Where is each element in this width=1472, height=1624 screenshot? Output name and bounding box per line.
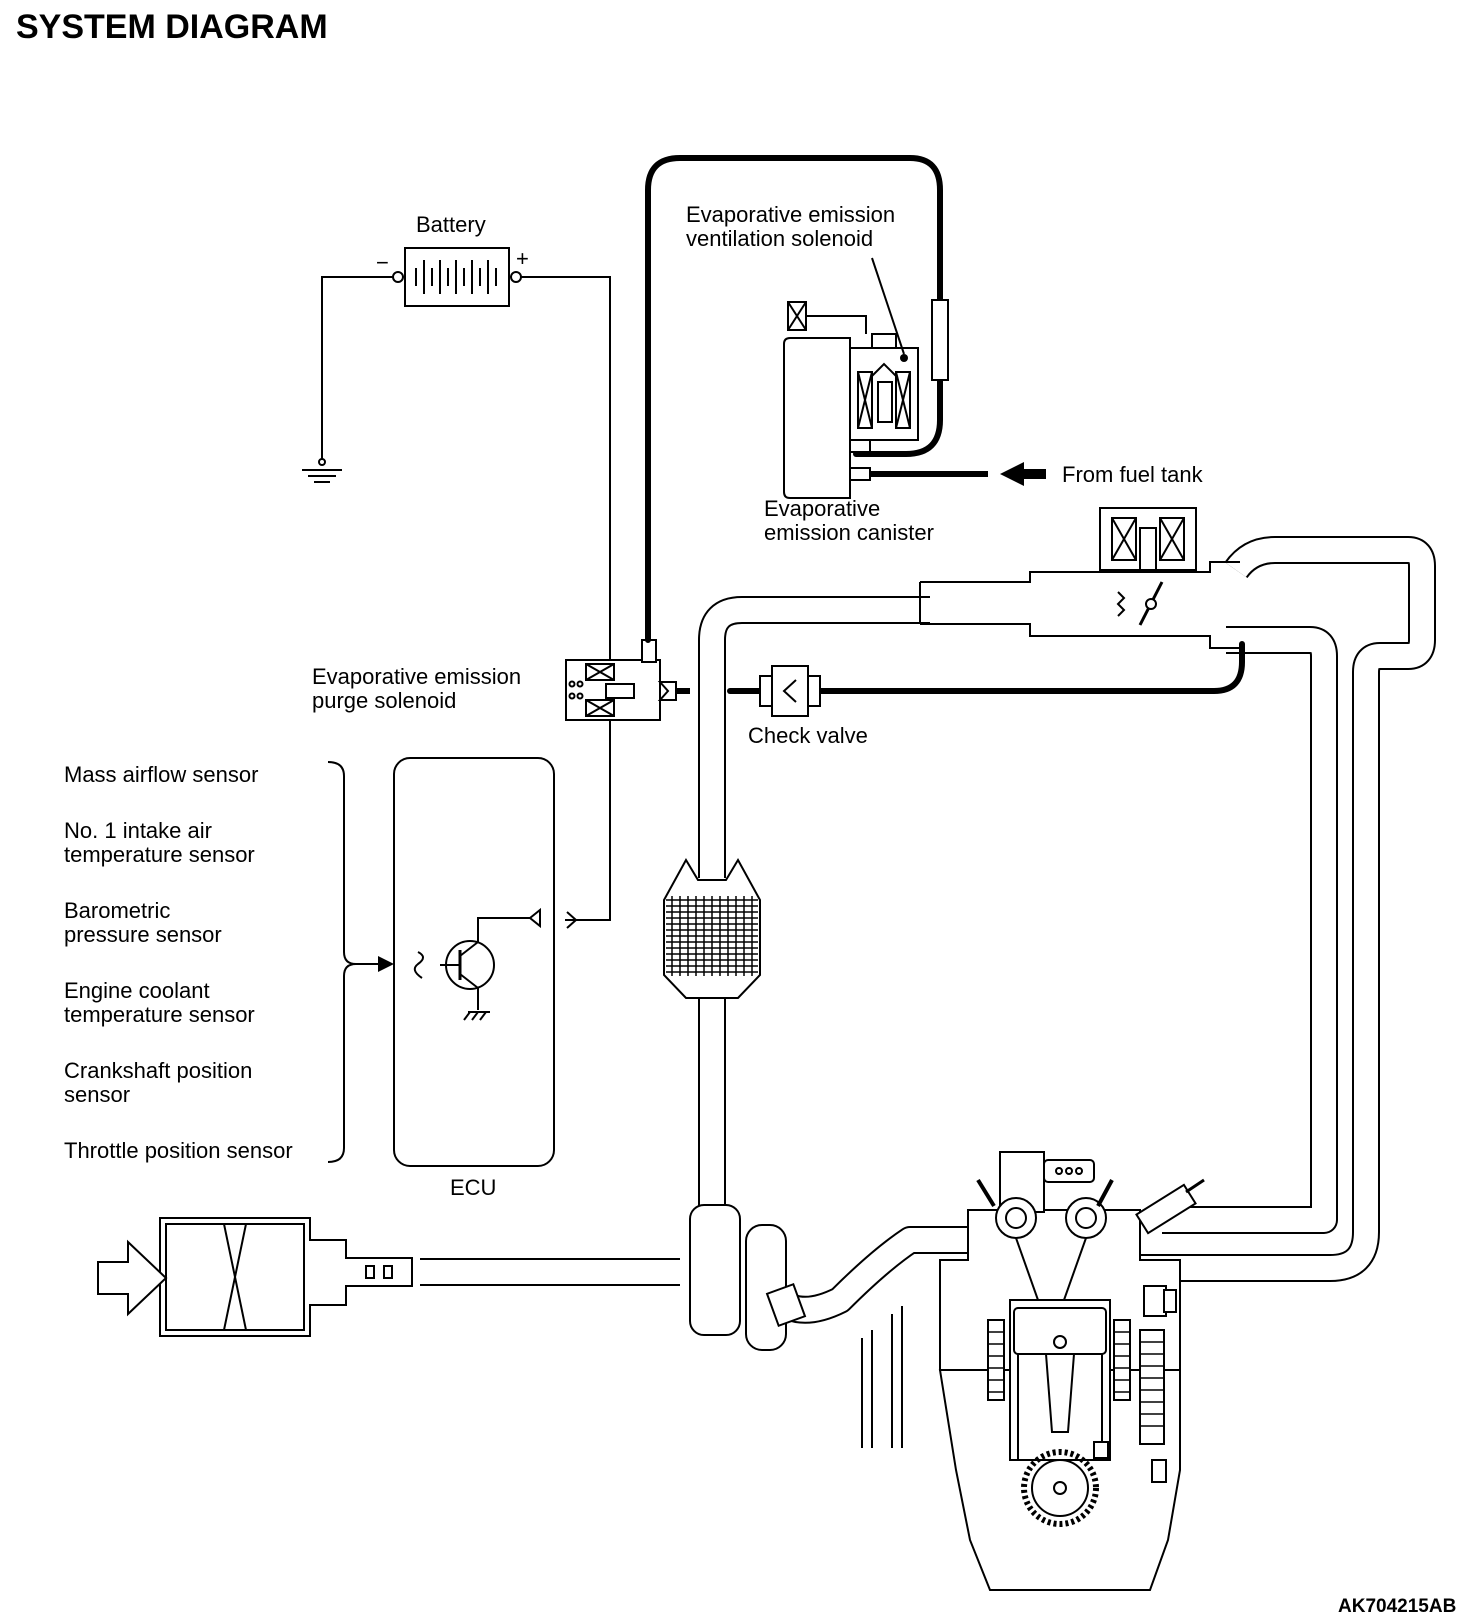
intake-plenum <box>689 1204 741 1336</box>
sensor-intake-air-temp-line1: No. 1 intake air <box>64 818 212 843</box>
canister-label-2: emission canister <box>764 520 934 545</box>
purge-solenoid-label-2: purge solenoid <box>312 688 456 713</box>
engine <box>938 1151 1205 1591</box>
sensor-arrow-icon <box>378 956 394 972</box>
injector-icon <box>765 1282 807 1328</box>
canister-label-1: Evaporative <box>764 496 880 521</box>
sensor-coolant-line1: Engine coolant <box>64 978 210 1003</box>
ground-icon <box>302 458 342 483</box>
vent-solenoid-label-2: ventilation solenoid <box>686 226 873 251</box>
ecu-output-connector <box>566 911 578 929</box>
battery-label: Battery <box>416 212 486 237</box>
check-valve-to-throttle-hose <box>817 641 1245 694</box>
sensor-crankshaft-line1: Crankshaft position <box>64 1058 252 1083</box>
vent-to-canister-hose <box>853 377 943 457</box>
vent-solenoid-leader <box>871 257 905 355</box>
battery-minus-label: − <box>376 250 389 275</box>
vent-solenoid <box>787 301 919 441</box>
battery-positive-wire <box>521 276 611 660</box>
sensor-mass-airflow: Mass airflow sensor <box>64 762 258 787</box>
hose-filter <box>931 299 949 381</box>
evap-canister <box>783 337 871 499</box>
intake-resonator-chamber <box>745 1224 787 1351</box>
sensor-brace <box>327 761 357 1163</box>
check-valve <box>759 665 821 717</box>
from-fuel-tank-label: From fuel tank <box>1062 462 1204 487</box>
diagram-title: SYSTEM DIAGRAM <box>16 8 328 46</box>
fuel-tank-arrow-icon <box>1000 462 1046 486</box>
figure-code: AK704215AB <box>1338 1596 1456 1617</box>
sensor-throttle-position: Throttle position sensor <box>64 1138 293 1163</box>
sensor-intake-air-temp-line2: temperature sensor <box>64 842 255 867</box>
battery-plus-label: + <box>516 246 529 271</box>
sensor-barometric-line1: Barometric <box>64 898 170 923</box>
air-inlet-arrow-icon <box>97 1239 168 1317</box>
sensor-coolant-line2: temperature sensor <box>64 1002 255 1027</box>
sensor-crankshaft-line2: sensor <box>64 1082 130 1107</box>
vent-solenoid-label-1: Evaporative emission <box>686 202 895 227</box>
ground-wire <box>321 276 393 462</box>
transistor-icon <box>413 907 541 1021</box>
air-cleaner <box>159 1217 413 1337</box>
battery <box>392 247 522 307</box>
throttle-body <box>919 507 1240 649</box>
purge-solenoid <box>565 639 677 721</box>
check-valve-label: Check valve <box>748 723 868 748</box>
sensor-barometric-line2: pressure sensor <box>64 922 222 947</box>
purge-solenoid-label-1: Evaporative emission <box>312 664 521 689</box>
intake-resonator <box>663 857 761 999</box>
ecu-box <box>393 757 555 1167</box>
purge-to-ecu-wire <box>565 720 611 921</box>
canister-to-purge-hose <box>645 155 943 643</box>
ecu-label: ECU <box>450 1175 496 1200</box>
